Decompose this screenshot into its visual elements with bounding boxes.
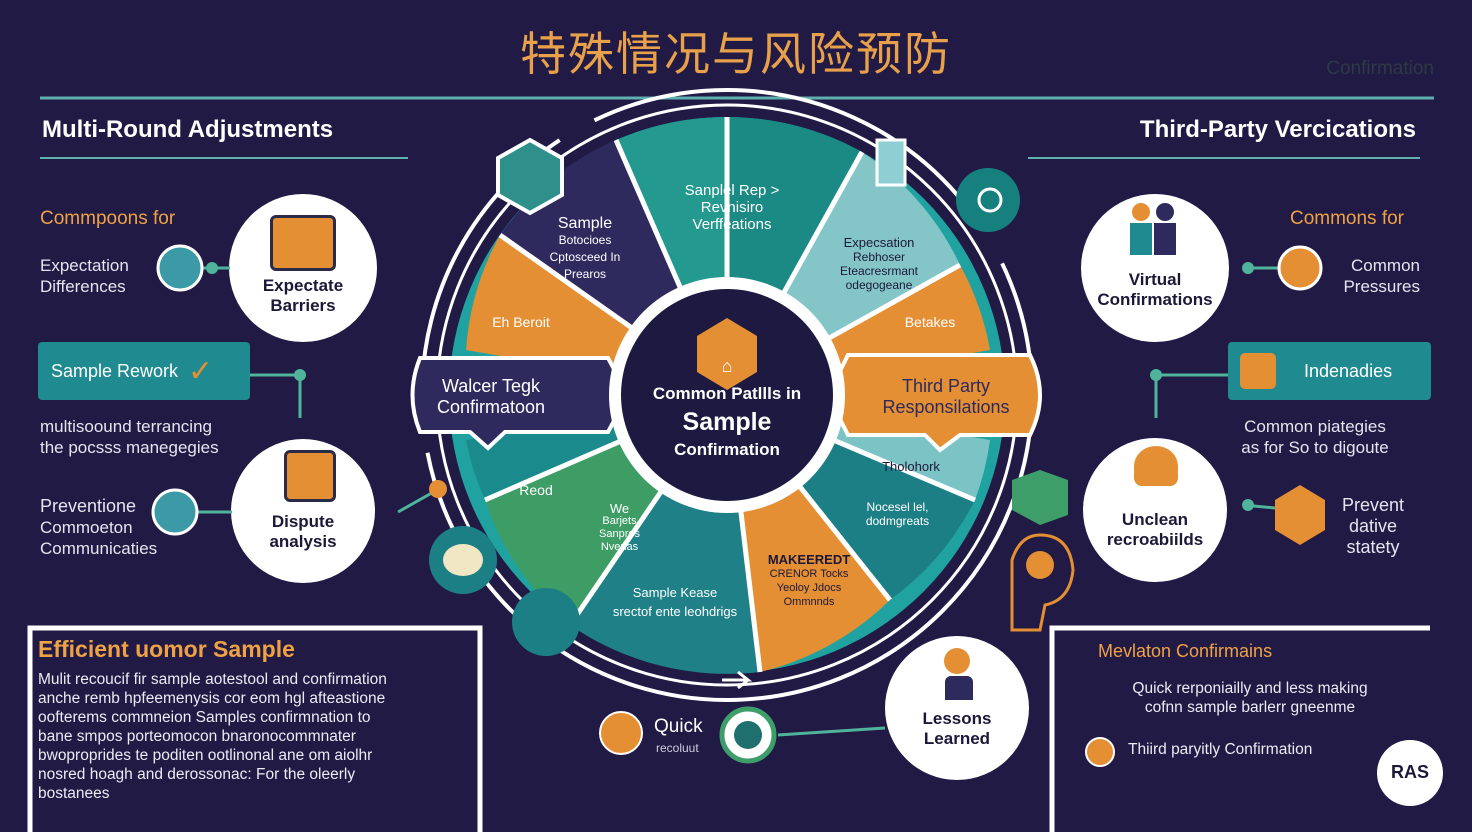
left-panel-heading: Efficient uomor Sample xyxy=(38,636,295,662)
wrench-icon: ✓ xyxy=(188,354,214,388)
wedge-left-orange-label: Eh Beroit xyxy=(492,314,550,330)
handshake-icon xyxy=(156,244,204,292)
wedge-right-orange-label: Betakes xyxy=(904,314,956,330)
wedge-top-left-label: Sample Botocioes Cptosceed In Prearos xyxy=(549,215,621,281)
sample-rework-label: Sample Rework xyxy=(51,360,179,381)
center-disc xyxy=(621,289,833,501)
chest-icon xyxy=(284,450,336,502)
hands-icon xyxy=(1134,446,1178,486)
page-title: 特殊情况与风险预防 xyxy=(520,27,952,81)
left-panel-frame xyxy=(27,625,483,832)
right-panel-frame xyxy=(1049,625,1430,832)
person-icon xyxy=(944,648,970,674)
wedge-green-label: Reod xyxy=(519,482,553,498)
quick-icon xyxy=(599,711,643,755)
svg-text:⌂: ⌂ xyxy=(722,356,733,376)
left-circle-bottom-bg xyxy=(231,439,375,583)
left-commons-heading: Commpoons for xyxy=(40,208,176,229)
wedge-right-dark-label: Nocesel lel,dodmgreats xyxy=(865,500,930,528)
shield-icon xyxy=(1012,470,1068,525)
search-doc-icon xyxy=(956,168,1020,232)
box-icon xyxy=(270,215,336,271)
people-hex-icon xyxy=(496,137,564,216)
cabinet-icon xyxy=(1240,353,1276,389)
ghost-label: Confirmation xyxy=(1326,58,1434,79)
lessons-circle-bg xyxy=(885,636,1029,780)
ras-badge-bg xyxy=(1377,740,1443,806)
center-hex-icon xyxy=(697,318,757,390)
right-bullet-text: Thiird paryitly Confirmation xyxy=(1128,741,1313,758)
wedge-right-teal-label: Tholohork xyxy=(882,459,940,474)
right-panel-heading: Mevlaton Confirmains xyxy=(1098,641,1273,661)
right-tab-shape xyxy=(825,353,1042,453)
sample-rework-pill: Sample Rework ✓ xyxy=(38,342,250,400)
left-tab-shape xyxy=(410,356,631,451)
arrow-icon xyxy=(722,670,753,690)
right-circle-bottom-bg xyxy=(1083,438,1227,582)
document-icon xyxy=(875,138,907,187)
ras-badge: RAS xyxy=(1390,762,1429,782)
center-label: Common Patllls in Sample Confirmation xyxy=(652,384,802,459)
people-icon xyxy=(1130,203,1180,258)
left-panel-body: Mulit recoucif fir sample aotestool and … xyxy=(38,671,387,802)
right-circle-top-bg xyxy=(1081,194,1229,342)
indenadies-label: Indenadies xyxy=(1304,360,1393,381)
common-pressures-icon xyxy=(1277,245,1323,291)
tool-icon xyxy=(512,588,580,656)
right-commons-heading: Commons for xyxy=(1289,208,1404,229)
bullet-icon xyxy=(1085,737,1115,767)
left-heading: Multi-Round Adjustments xyxy=(42,116,334,143)
quick-label: Quick xyxy=(654,716,703,737)
indenadies-pill: Indenadies xyxy=(1228,342,1431,400)
prevent-hex-icon xyxy=(1275,485,1325,545)
right-heading: Third-Party Vercications xyxy=(1139,116,1416,143)
head-gear-icon xyxy=(1010,533,1075,632)
person-body-icon xyxy=(945,676,973,700)
quick-sublabel: recoluut xyxy=(656,741,699,755)
refresh-icon xyxy=(151,488,199,536)
